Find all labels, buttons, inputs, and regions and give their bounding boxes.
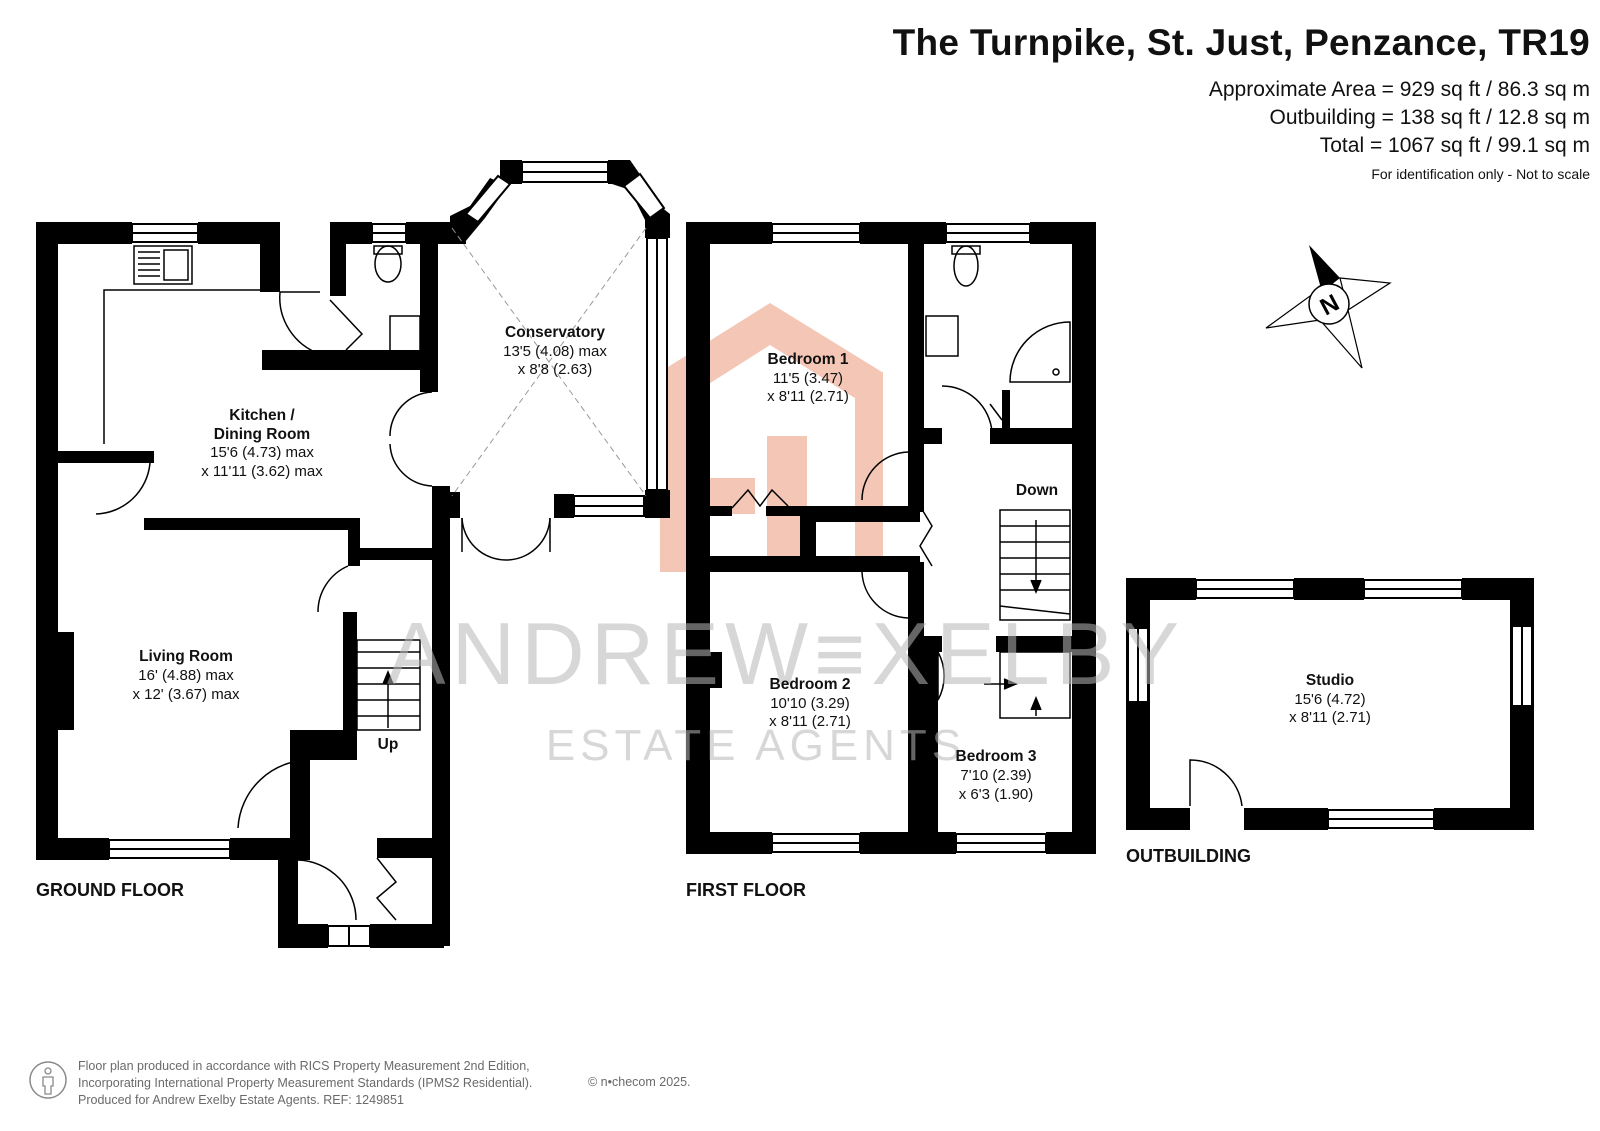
ground-floor-plan (36, 222, 466, 948)
first-floor-fittings (731, 245, 1071, 719)
room-label-bedroom-2: Bedroom 2 (770, 676, 851, 693)
room-dim-living-1: 16' (4.88) max (138, 667, 234, 684)
outbuilding-fittings (1189, 759, 1243, 807)
scale-note: For identification only - Not to scale (1371, 166, 1590, 182)
room-label-kitchen-2: Dining Room (214, 426, 310, 443)
shower-icon (1009, 321, 1071, 383)
watermark-subtitle: ESTATE AGENTS (546, 721, 966, 770)
room-label-conservatory: Conservatory (505, 324, 605, 341)
room-dim-living-2: x 12' (3.67) max (132, 686, 240, 703)
room-dim-bedroom-1-a: 11'5 (3.47) (773, 370, 843, 387)
toilet-icon (374, 245, 402, 283)
stairs-up-label: Up (378, 736, 399, 753)
stairs-first (999, 509, 1071, 621)
footer-line-1: Floor plan produced in accordance with R… (78, 1059, 530, 1073)
room-dim-bedroom-2-a: 10'10 (3.29) (770, 695, 850, 712)
sink-icon (133, 245, 193, 285)
toilet-icon (953, 245, 979, 287)
room-dim-kitchen-2: x 11'11 (3.62) max (201, 463, 323, 480)
stairs-ground (356, 639, 421, 731)
outbuilding-label: OUTBUILDING (1126, 846, 1251, 866)
ground-floor-label: GROUND FLOOR (36, 880, 184, 900)
footer-line-2: Incorporating International Property Mea… (78, 1076, 533, 1090)
room-dim-kitchen-1: 15'6 (4.73) max (210, 444, 314, 461)
room-dim-studio-2: x 8'11 (2.71) (1289, 709, 1371, 726)
room-dim-conservatory-1: 13'5 (4.08) max (503, 343, 607, 360)
footer-line-3: Produced for Andrew Exelby Estate Agents… (78, 1093, 404, 1107)
property-title: The Turnpike, St. Just, Penzance, TR19 (892, 22, 1590, 63)
first-floor-windows (771, 223, 1047, 853)
person-icon (29, 1061, 67, 1099)
footer-text: Floor plan produced in accordance with R… (78, 1058, 532, 1109)
room-label-bedroom-1: Bedroom 1 (768, 351, 849, 368)
basin-icon (925, 315, 959, 357)
stairs-down-label: Down (1016, 482, 1058, 499)
room-label-bedroom-3: Bedroom 3 (956, 748, 1037, 765)
room-dim-bedroom-3-a: 7'10 (2.39) (960, 767, 1031, 784)
outbuilding-windows (1127, 579, 1533, 829)
approximate-area: Approximate Area = 929 sq ft / 86.3 sq m (1208, 78, 1590, 101)
copyright-notice: © n•checom 2025. (588, 1075, 691, 1089)
room-label-kitchen-1: Kitchen / (229, 407, 295, 424)
ground-floor-fittings (95, 245, 551, 921)
room-dim-bedroom-1-b: x 8'11 (2.71) (767, 388, 849, 405)
watermark-name: ANDREW≡XELBY (387, 604, 1185, 703)
outbuilding-area: Outbuilding = 138 sq ft / 12.8 sq m (1269, 106, 1590, 129)
room-label-studio: Studio (1306, 672, 1354, 689)
north-arrow-icon (1265, 245, 1392, 369)
first-floor-plan (686, 222, 1096, 854)
room-dim-studio-1: 15'6 (4.72) (1294, 691, 1365, 708)
first-floor-label: FIRST FLOOR (686, 880, 806, 900)
room-dim-bedroom-2-b: x 8'11 (2.71) (769, 713, 851, 730)
basin-icon (389, 315, 421, 357)
room-label-living-room: Living Room (139, 648, 233, 665)
room-dim-bedroom-3-b: x 6'3 (1.90) (959, 786, 1034, 803)
total-area: Total = 1067 sq ft / 99.1 sq m (1319, 134, 1590, 157)
ground-floor-windows (108, 223, 407, 947)
conservatory-plan (450, 160, 670, 518)
room-dim-conservatory-2: x 8'8 (2.63) (518, 361, 593, 378)
